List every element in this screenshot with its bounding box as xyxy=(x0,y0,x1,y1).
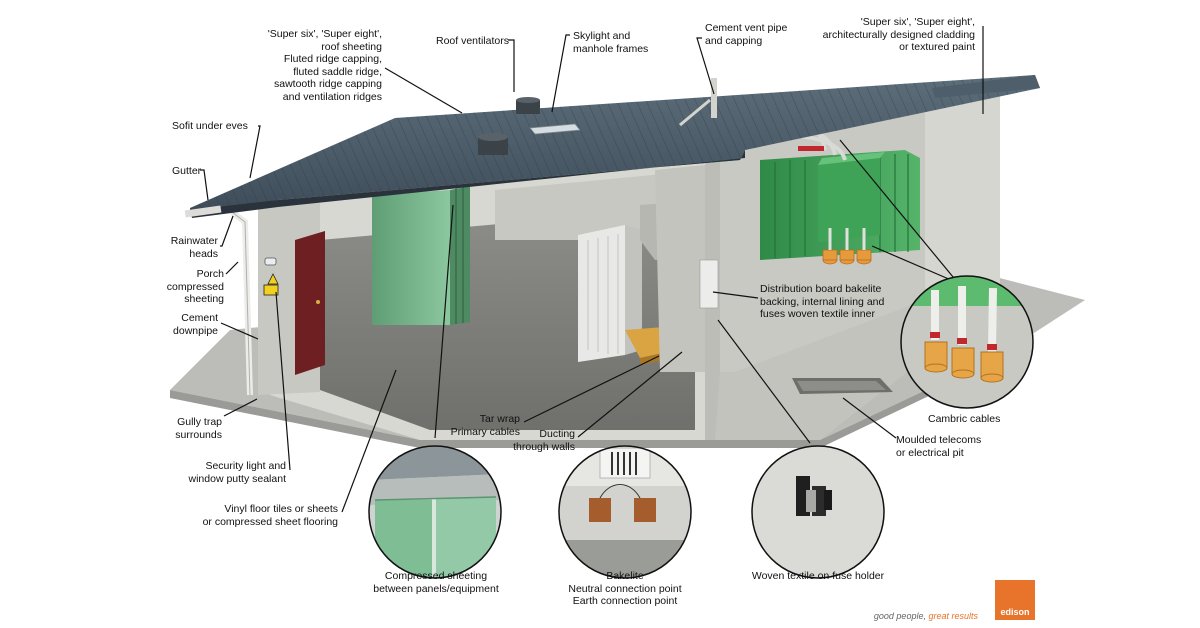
label-rainwater: Rainwater heads xyxy=(150,235,218,260)
detail-fuse-holder xyxy=(751,445,885,579)
label-line: Vinyl floor tiles or sheets xyxy=(224,503,338,515)
label-line: architecturally designed cladding xyxy=(822,28,975,41)
label-gully: Gully trap surrounds xyxy=(150,416,222,441)
label-line: Earth connection point xyxy=(572,595,678,607)
tagline: good people, great results xyxy=(874,611,978,621)
label-gutter: Gutter xyxy=(172,165,201,178)
label-ducting: Ducting through walls xyxy=(505,428,575,453)
security-light xyxy=(264,257,277,266)
label-skylight: Skylight and manhole frames xyxy=(573,30,648,55)
warning-sign xyxy=(267,273,279,285)
label-bakelite: Bakelite Neutral connection point Earth … xyxy=(560,570,690,608)
label-line: Ducting xyxy=(539,428,575,440)
detail-cambric-cables xyxy=(900,275,1034,409)
label-moulded: Moulded telecoms or electrical pit xyxy=(896,434,981,459)
label-woven: Woven textile on fuse holder xyxy=(740,570,896,583)
label-line: compressed xyxy=(166,280,224,293)
label-line: or compressed sheet flooring xyxy=(202,515,338,528)
label-line: Cambric cables xyxy=(928,413,1001,425)
label-line: Moulded telecoms xyxy=(896,434,982,446)
label-line: sawtooth ridge capping xyxy=(274,78,382,90)
tagline-highlight: great results xyxy=(928,611,978,621)
exterior-wall xyxy=(230,160,720,396)
label-line: Primary cables xyxy=(450,425,520,438)
label-line: Porch xyxy=(196,268,224,280)
label-line: between panels/equipment xyxy=(373,582,499,595)
detail-bakelite xyxy=(558,445,692,579)
label-line: sheeting xyxy=(184,293,224,305)
label-line: Compressed sheeting xyxy=(384,570,488,582)
label-line: or textured paint xyxy=(899,41,975,53)
label-line: fuses woven textile inner xyxy=(760,308,875,320)
transformer xyxy=(728,106,920,265)
label-line: through walls xyxy=(513,440,575,453)
label-roof-sheeting: 'Super six', 'Super eight', roof sheetin… xyxy=(232,28,382,103)
earth-point xyxy=(634,498,656,522)
label-cambric: Cambric cables xyxy=(928,413,1000,426)
label-compressed-sheeting: Compressed sheeting between panels/equip… xyxy=(365,570,507,595)
label-line: Woven textile on fuse holder xyxy=(751,570,885,582)
label-line: Sofit under eves xyxy=(172,120,248,132)
label-line: backing, internal lining and xyxy=(760,295,885,308)
label-line: Cement xyxy=(181,312,218,324)
label-line: Gutter xyxy=(172,165,202,177)
label-soffit: Sofit under eves xyxy=(172,120,248,133)
label-tar-wrap: Tar wrap Primary cables xyxy=(440,413,520,438)
label-cladding: 'Super six', 'Super eight', architectura… xyxy=(800,16,975,54)
edison-logo: edison xyxy=(995,580,1035,620)
label-line: 'Super six', 'Super eight', xyxy=(267,28,382,40)
label-line: fluted saddle ridge, xyxy=(293,65,382,78)
label-cement-vent: Cement vent pipe and capping xyxy=(705,22,787,47)
left-room xyxy=(270,160,705,440)
label-roof-ventilators: Roof ventilators xyxy=(436,35,509,48)
label-line: or electrical pit xyxy=(896,446,964,459)
label-line: downpipe xyxy=(173,324,218,337)
label-line: 'Super six', 'Super eight', xyxy=(860,16,975,28)
logo-text: edison xyxy=(1000,607,1030,617)
label-line: Fluted ridge capping, xyxy=(283,53,382,65)
label-line: Rainwater xyxy=(170,235,218,247)
label-security: Security light and window putty sealant xyxy=(170,460,286,485)
vent-pipe xyxy=(711,78,717,118)
tagline-text: good people, xyxy=(873,611,929,621)
label-line: Neutral connection point xyxy=(568,582,682,595)
label-line: and ventilation ridges xyxy=(282,90,382,103)
neutral-point xyxy=(589,498,611,522)
label-line: Roof ventilators xyxy=(436,35,509,47)
detail-compressed-sheeting xyxy=(368,445,502,579)
label-line: Skylight and xyxy=(573,30,631,42)
label-line: roof sheeting xyxy=(321,40,382,53)
door xyxy=(295,231,325,375)
skylight xyxy=(529,123,581,135)
label-line: Distribution board bakelite xyxy=(760,283,882,295)
label-line: Security light and xyxy=(205,460,286,472)
label-line: surrounds xyxy=(175,428,222,441)
roof xyxy=(184,75,1040,218)
label-line: Tar wrap xyxy=(479,413,520,425)
label-line: heads xyxy=(189,247,218,260)
label-line: Gully trap xyxy=(177,416,222,428)
label-line: and capping xyxy=(705,34,763,47)
label-downpipe: Cement downpipe xyxy=(150,312,218,337)
label-line: Bakelite xyxy=(606,570,644,582)
label-line: Cement vent pipe xyxy=(705,22,788,34)
label-porch: Porch compressed sheeting xyxy=(150,268,224,306)
label-line: window putty sealant xyxy=(188,472,286,485)
label-vinyl: Vinyl floor tiles or sheets or compresse… xyxy=(180,503,338,528)
switchgear-cabinet xyxy=(578,225,625,362)
distribution-board xyxy=(699,259,719,309)
roof-ventilator xyxy=(478,137,508,155)
label-line: manhole frames xyxy=(573,42,649,55)
label-distribution: Distribution board bakelite backing, int… xyxy=(760,283,884,321)
green-panel xyxy=(372,190,450,325)
